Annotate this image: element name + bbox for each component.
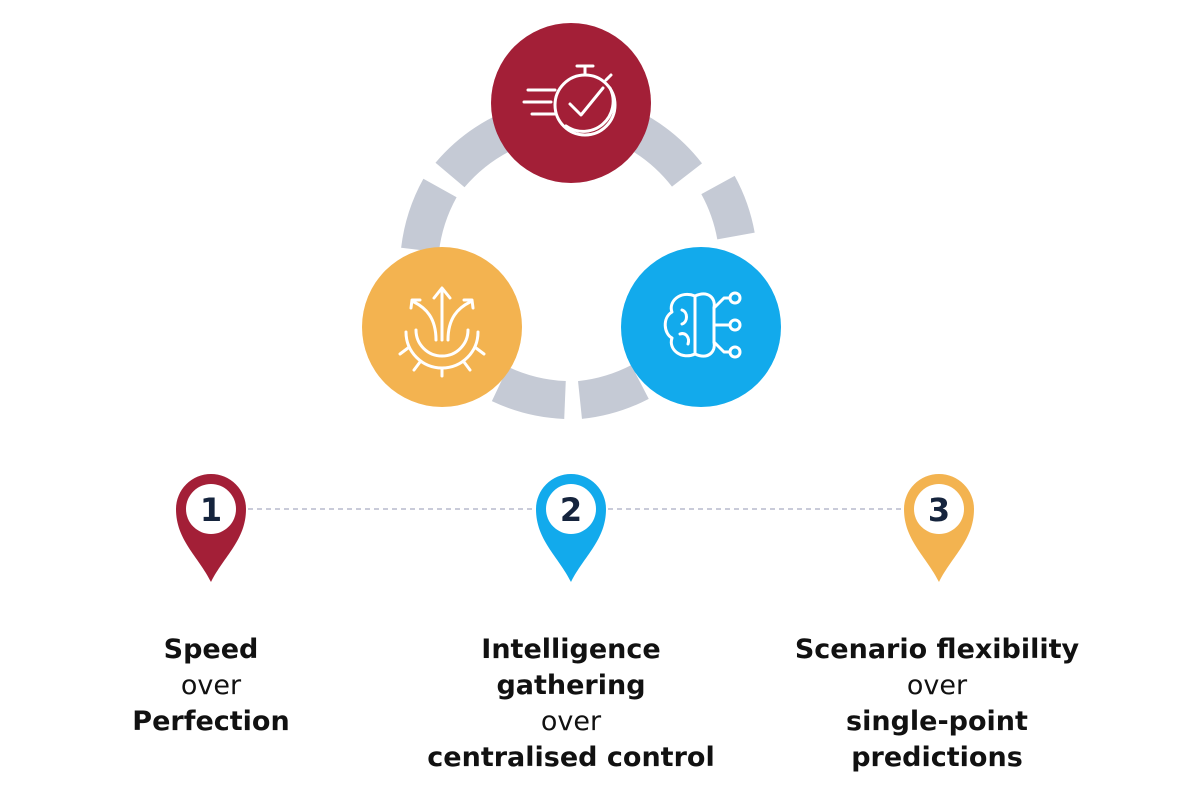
top-node — [491, 23, 651, 183]
ring-segment-bottom-left — [491, 366, 567, 419]
right-node — [621, 247, 781, 407]
marker-1: 1 — [176, 474, 246, 582]
brain-circuit-icon — [663, 291, 742, 359]
step-1-line-1: Speed — [163, 634, 259, 665]
step-3-line-1: Scenario flexibility — [794, 634, 1080, 665]
step-1-line-2: over — [180, 670, 242, 701]
step-1-line-3: Perfection — [132, 706, 290, 737]
marker-3-center — [914, 484, 964, 534]
marker-2-number: 2 — [560, 491, 582, 529]
step-3-line-4: predictions — [851, 742, 1023, 773]
ring-segment-right — [701, 175, 755, 240]
step-2-line-2: gathering — [496, 670, 646, 701]
marker-2: 2 — [536, 473, 606, 582]
step-2-line-3: over — [540, 706, 602, 737]
marker-1-number: 1 — [200, 491, 222, 529]
marker-3: 3 — [904, 474, 974, 582]
left-node — [362, 247, 522, 407]
step-2-line-1: Intelligence — [481, 634, 661, 665]
marker-2-center — [546, 484, 596, 534]
step-2-line-4: centralised control — [427, 742, 715, 773]
step-2-label: Intelligence gathering over centralised … — [401, 632, 741, 776]
stopwatch-check-icon — [522, 64, 617, 137]
step-1-label: Speed over Perfection — [41, 632, 381, 740]
step-3-label: Scenario flexibility over single-point p… — [767, 632, 1107, 776]
marker-1-center — [186, 484, 236, 534]
ring-segment-bottom-right — [577, 364, 649, 419]
right-node-circle — [621, 247, 781, 407]
gear-arrows-icon — [398, 286, 486, 378]
step-3-line-2: over — [906, 670, 968, 701]
marker-3-number: 3 — [928, 491, 950, 529]
ring-segment-left — [401, 178, 457, 253]
step-3-line-3: single-point — [846, 706, 1028, 737]
